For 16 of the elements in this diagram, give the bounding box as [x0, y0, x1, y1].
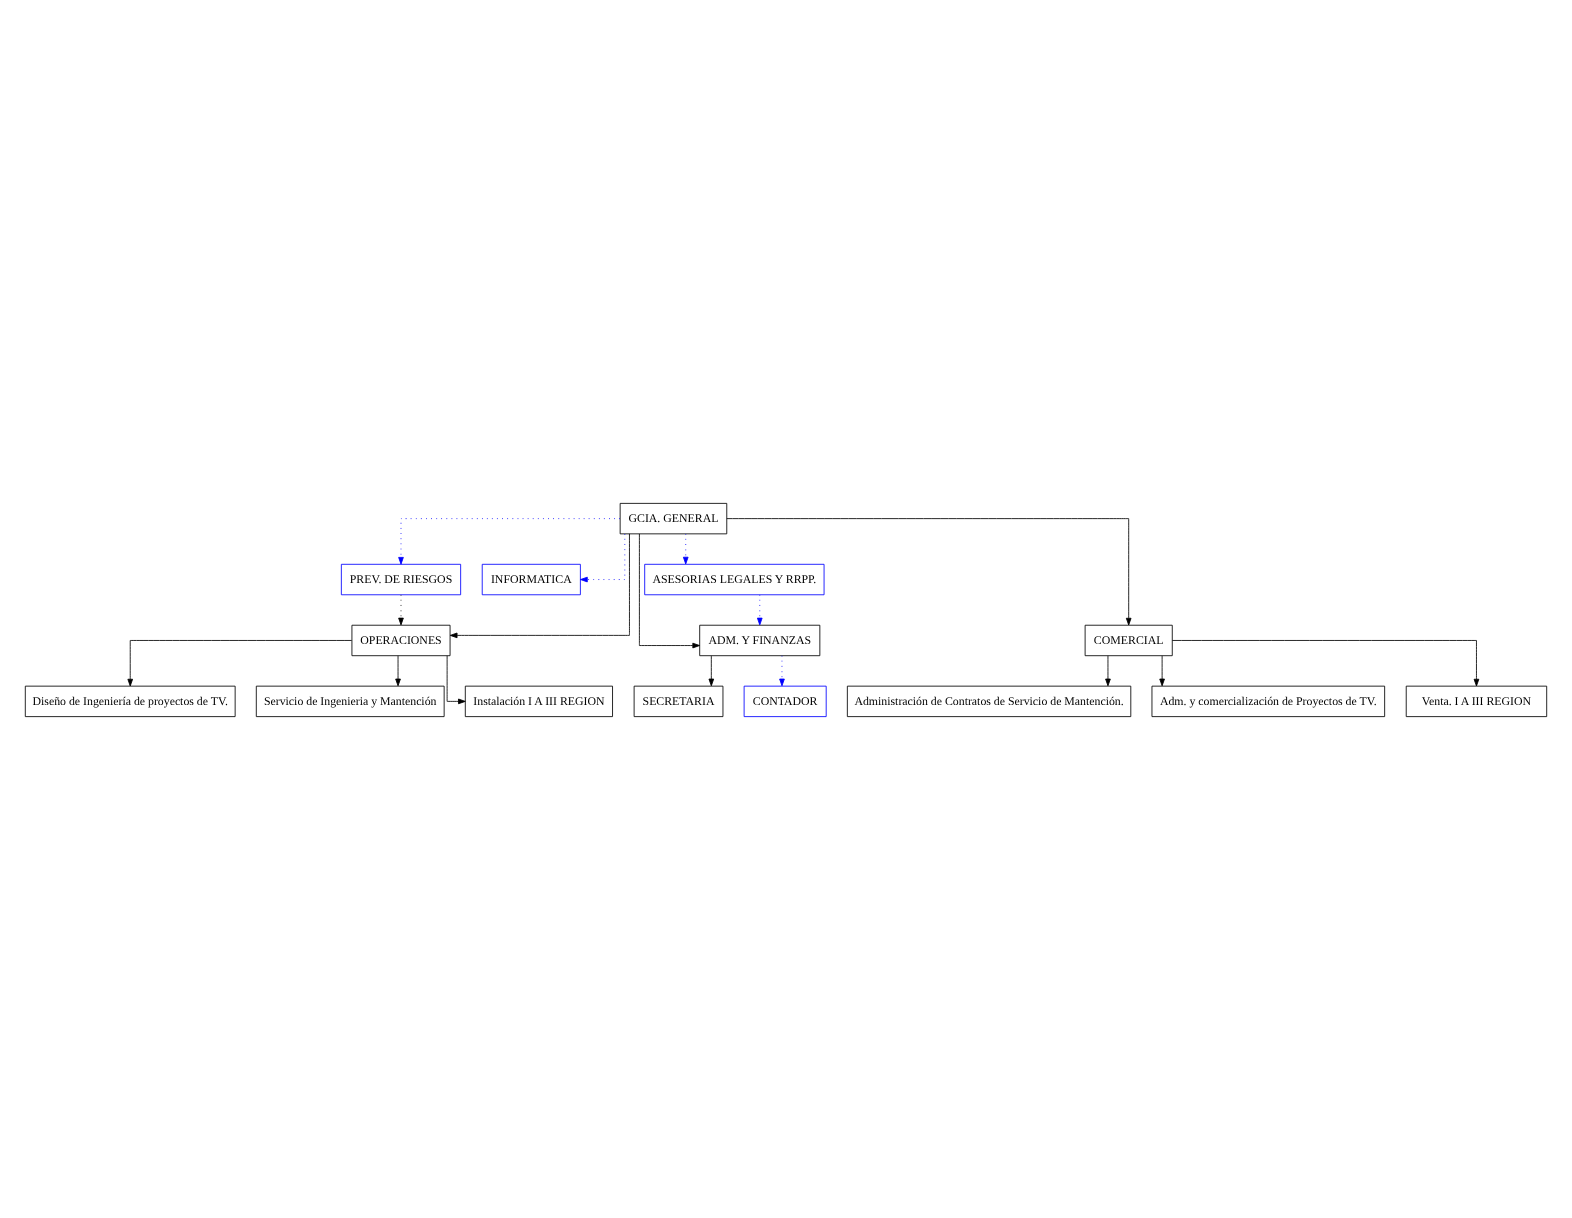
- arrow: [446, 654, 466, 704]
- arrow: [708, 654, 715, 686]
- arrow: [395, 654, 401, 686]
- arrow: [1159, 654, 1165, 686]
- arrow: [127, 639, 353, 686]
- arrow: [638, 532, 700, 648]
- arrow: [682, 532, 689, 564]
- arrow: [580, 532, 626, 582]
- arrow: [1171, 639, 1480, 686]
- arrow: [449, 532, 630, 638]
- arrow: [1105, 654, 1111, 686]
- arrow: [726, 517, 1132, 625]
- arrow: [756, 593, 763, 625]
- arrow: [779, 654, 785, 686]
- arrow: [398, 593, 404, 625]
- arrow: [398, 517, 621, 564]
